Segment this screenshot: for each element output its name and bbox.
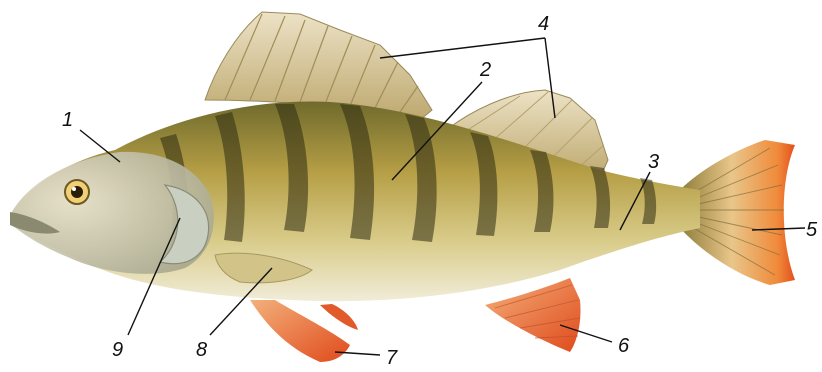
label-4: 4 <box>538 13 549 35</box>
label-1: 1 <box>62 109 73 131</box>
label-7: 7 <box>386 347 398 369</box>
leader-4a <box>380 38 545 58</box>
label-2: 2 <box>479 59 491 81</box>
label-5: 5 <box>806 219 818 241</box>
pelvic-fin-2 <box>320 304 358 330</box>
label-9: 9 <box>112 339 123 361</box>
label-6: 6 <box>618 335 630 357</box>
eye-highlight <box>72 187 76 191</box>
anal-fin <box>485 278 581 352</box>
label-3: 3 <box>648 151 659 173</box>
label-8: 8 <box>196 339 207 361</box>
